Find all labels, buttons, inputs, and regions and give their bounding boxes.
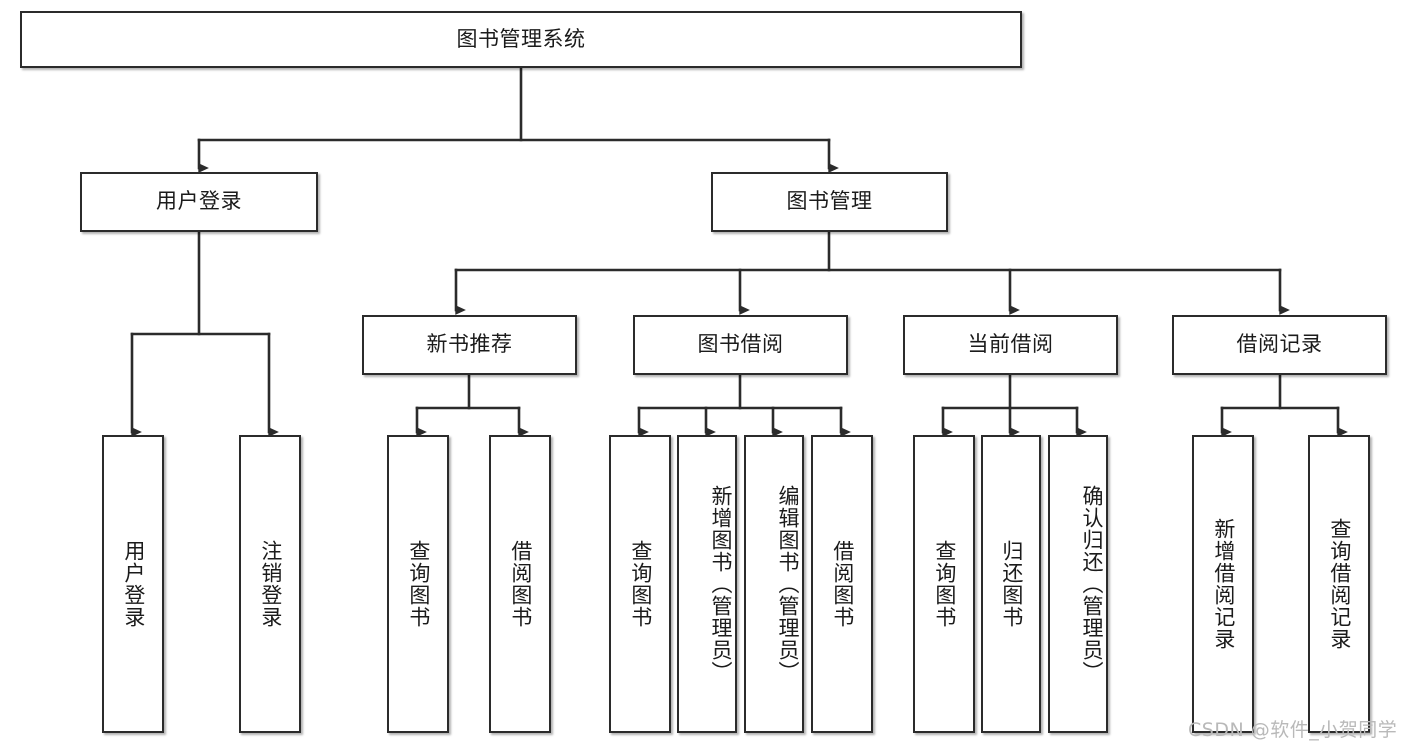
leaf-new-book-query-book[interactable]: 查询图书	[387, 435, 449, 733]
node-label: 借阅记录	[1236, 332, 1323, 357]
node-user-login[interactable]: 用户登录	[80, 172, 318, 232]
node-label: 查询图书	[406, 540, 431, 628]
node-borrow-record[interactable]: 借阅记录	[1172, 315, 1387, 375]
node-label: 新书推荐	[426, 332, 513, 357]
leaf-book-borrow-borrow-book[interactable]: 借阅图书	[811, 435, 873, 733]
node-label: 查询图书	[628, 540, 653, 628]
node-label: 图书管理系统	[456, 26, 586, 51]
node-label: 借阅图书	[508, 540, 533, 628]
node-root-book-management-system[interactable]: 图书管理系统	[20, 11, 1022, 68]
node-label: 查询图书	[932, 540, 957, 628]
node-label: 图书管理	[786, 189, 873, 214]
leaf-borrow-record-query-record[interactable]: 查询借阅记录	[1308, 435, 1370, 733]
leaf-user-login-logout[interactable]: 注销登录	[239, 435, 301, 733]
node-label: 新增图书（管理员）	[709, 485, 733, 683]
node-label: 归还图书	[999, 540, 1024, 628]
node-label: 编辑图书（管理员）	[776, 485, 800, 683]
leaf-book-borrow-query-book[interactable]: 查询图书	[609, 435, 671, 733]
leaf-current-borrow-confirm-return-admin[interactable]: 确认归还（管理员）	[1048, 435, 1108, 733]
node-label: 借阅图书	[830, 540, 855, 628]
leaf-new-book-borrow-book[interactable]: 借阅图书	[489, 435, 551, 733]
node-current-borrow[interactable]: 当前借阅	[903, 315, 1118, 375]
node-label: 用户登录	[121, 540, 146, 628]
leaf-book-borrow-add-book-admin[interactable]: 新增图书（管理员）	[677, 435, 737, 733]
node-new-book-recommend[interactable]: 新书推荐	[362, 315, 577, 375]
leaf-current-borrow-query-book[interactable]: 查询图书	[913, 435, 975, 733]
node-label: 注销登录	[258, 540, 283, 628]
node-book-borrow[interactable]: 图书借阅	[633, 315, 848, 375]
leaf-user-login-login[interactable]: 用户登录	[102, 435, 164, 733]
node-label: 图书借阅	[697, 332, 784, 357]
node-label: 确认归还（管理员）	[1080, 485, 1104, 683]
node-book-management[interactable]: 图书管理	[711, 172, 948, 232]
node-label: 用户登录	[156, 189, 242, 214]
leaf-current-borrow-return-book[interactable]: 归还图书	[981, 435, 1041, 733]
leaf-borrow-record-add-record[interactable]: 新增借阅记录	[1192, 435, 1254, 733]
node-label: 当前借阅	[967, 332, 1054, 357]
leaf-book-borrow-edit-book-admin[interactable]: 编辑图书（管理员）	[744, 435, 804, 733]
watermark-text: CSDN @软件_小贺同学	[1188, 719, 1398, 741]
node-label: 查询借阅记录	[1327, 518, 1352, 650]
node-label: 新增借阅记录	[1211, 518, 1236, 650]
